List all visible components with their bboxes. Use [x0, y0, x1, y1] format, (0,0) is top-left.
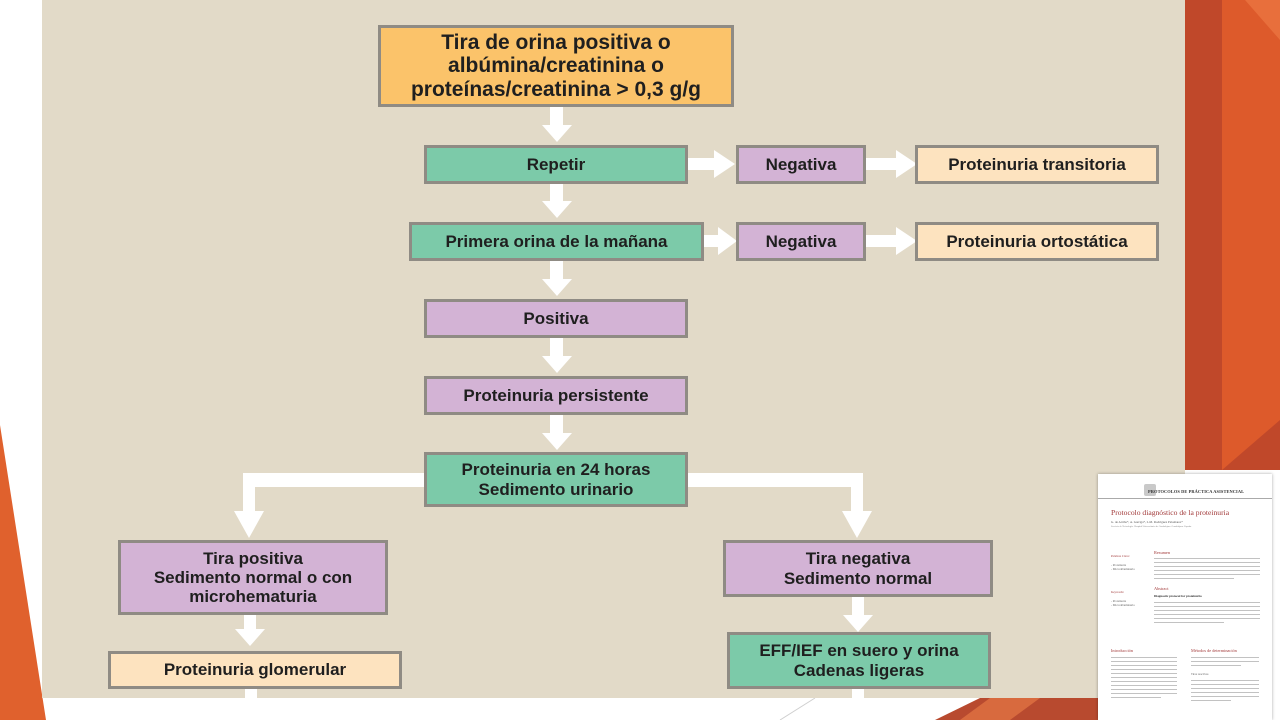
orthostatic-proteinuria-box: Proteinuria ortostática	[915, 222, 1159, 261]
24h-proteinuria-box: Proteinuria en 24 horas Sedimento urinar…	[424, 452, 688, 507]
arrow-down-left	[235, 615, 265, 646]
bottom-divider	[779, 697, 816, 720]
paper-keywords-en: Keywords: - Proteinuria - Microalbuminur…	[1111, 586, 1135, 607]
paper-header-text: PROTOCOLOS DE PRÁCTICA ASISTENCIAL	[1148, 489, 1245, 494]
negative-strip-branch-box: Tira negativa Sedimento normal	[723, 540, 993, 597]
start-criteria-box: Tira de orina positiva o albúmina/creati…	[378, 25, 734, 107]
arrow-down-1	[542, 107, 572, 142]
keywords-en-label: Keywords:	[1111, 590, 1125, 595]
arrow-down-2	[542, 183, 572, 218]
first-morning-urine-box: Primera orina de la mañana	[409, 222, 704, 261]
paper-header: PROTOCOLOS DE PRÁCTICA ASISTENCIAL	[1098, 482, 1272, 499]
paper-affiliation: Servicio de Nefrología. Hospital Univers…	[1111, 525, 1192, 528]
arrow-right-1a	[688, 150, 735, 178]
bottom-right-light	[960, 698, 1040, 720]
glomerular-proteinuria-box: Proteinuria glomerular	[108, 651, 402, 689]
keywords-list: - Proteinuria - Microalbuminuria	[1111, 562, 1135, 571]
transient-proteinuria-box: Proteinuria transitoria	[915, 145, 1159, 184]
right-orange-band	[1222, 0, 1280, 470]
arrow-stub-right	[852, 689, 864, 698]
eff-ief-box: EFF/IEF en suero y orina Cadenas ligeras	[727, 632, 991, 689]
abstract-heading: Abstract	[1154, 586, 1169, 591]
arrow-down-4	[542, 338, 572, 373]
arrow-down-5	[542, 415, 572, 450]
arrow-right-1b	[866, 150, 917, 178]
methods-heading: Métodos de determinación	[1191, 648, 1237, 653]
negative-box-1: Negativa	[736, 145, 866, 184]
arrow-down-3	[542, 261, 572, 296]
arrow-stub-left	[245, 689, 257, 698]
tiras-subheading: Tiras reactivas	[1191, 672, 1209, 676]
positive-box: Positiva	[424, 299, 688, 338]
keywords-en-list: - Proteinuria - Microalbuminuria	[1111, 598, 1135, 607]
branch-left	[234, 473, 426, 538]
arrow-down-right	[843, 597, 873, 632]
keywords-label: Palabras Clave:	[1111, 554, 1130, 559]
persistent-proteinuria-box: Proteinuria persistente	[424, 376, 688, 415]
paper-authors: G. de Arriba*, A. Garriga*, L.M. Rodrígu…	[1111, 520, 1183, 524]
paper-title: Protocolo diagnóstico de la proteinuria	[1111, 508, 1230, 517]
branch-right	[688, 473, 872, 538]
left-orange-stripe	[0, 425, 46, 720]
paper-thumbnail: PROTOCOLOS DE PRÁCTICA ASISTENCIAL Proto…	[1098, 474, 1272, 720]
journal-logo-icon	[1144, 484, 1156, 496]
right-light-band	[1245, 0, 1280, 40]
positive-strip-branch-box: Tira positiva Sedimento normal o con mic…	[118, 540, 388, 615]
paper-keywords: Palabras Clave: - Proteinuria - Microalb…	[1111, 550, 1135, 571]
repeat-box: Repetir	[424, 145, 688, 184]
arrow-right-2a	[704, 227, 737, 255]
abstract-title: Diagnostic protocol for proteinuria	[1154, 594, 1202, 598]
arrow-right-2b	[866, 227, 917, 255]
intro-heading: Introducción	[1111, 648, 1133, 653]
resumen-heading: Resumen	[1154, 550, 1170, 555]
negative-box-2: Negativa	[736, 222, 866, 261]
